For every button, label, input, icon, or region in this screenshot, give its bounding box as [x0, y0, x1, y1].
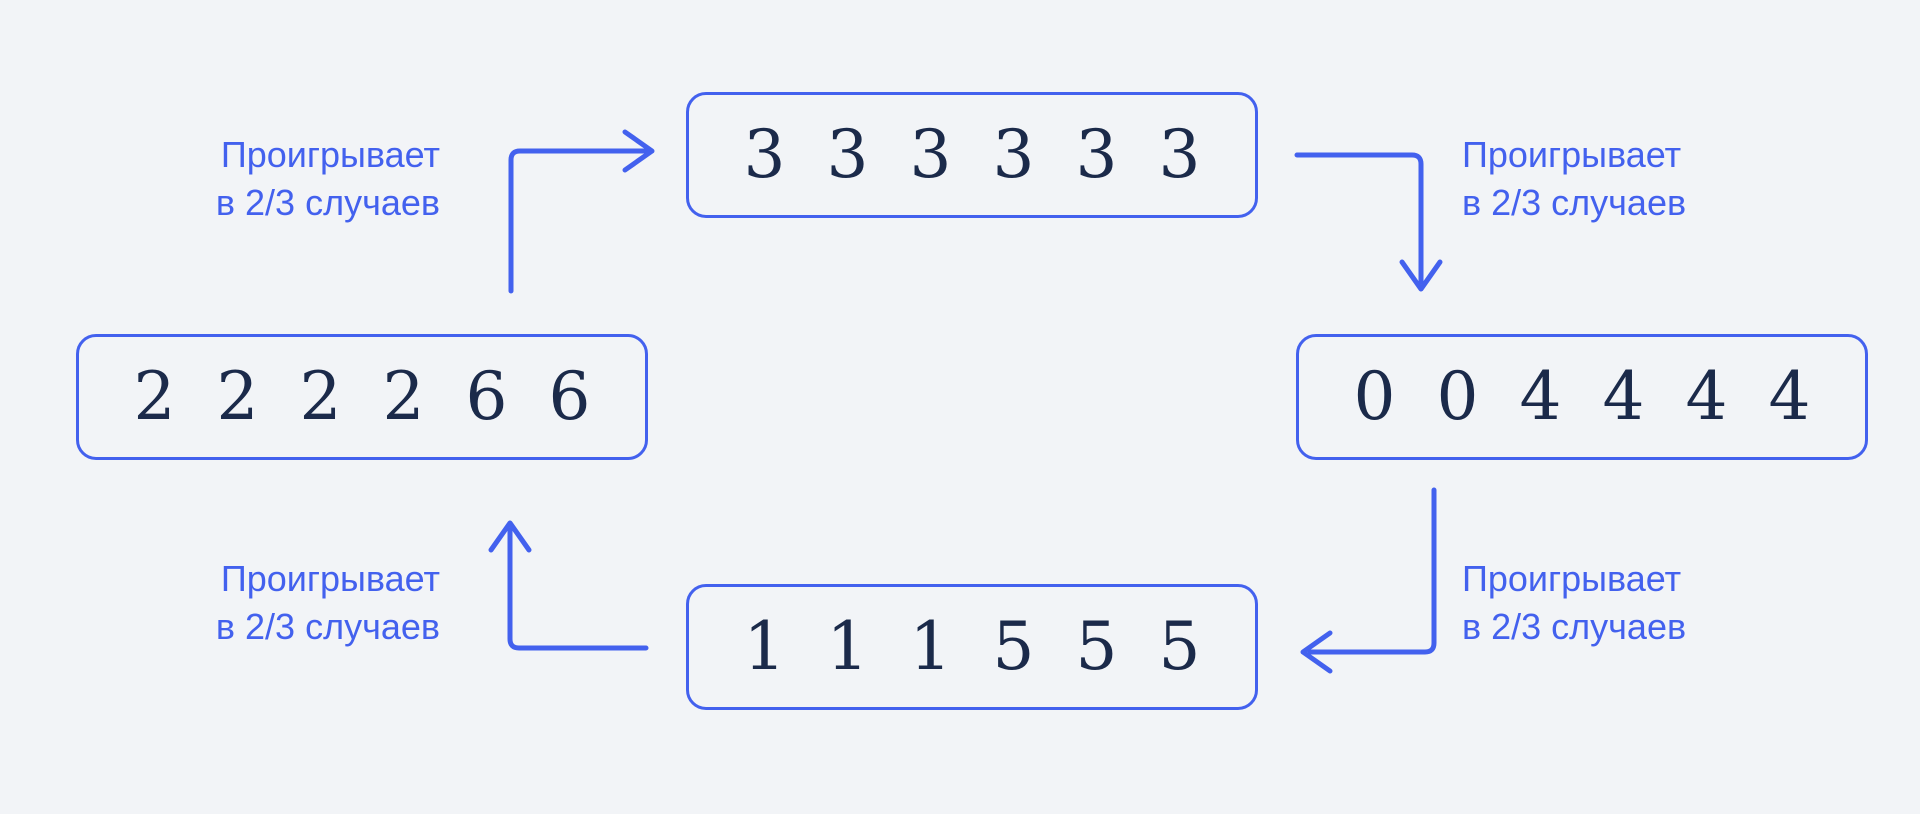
digit-cell: 2 [133, 358, 176, 435]
arrow-right-to-bottom-head [1300, 630, 1333, 674]
edge-label-top-to-right: Проигрывает в 2/3 случаев [1462, 131, 1792, 226]
edge-label-bottom-to-left: Проигрывает в 2/3 случаев [120, 555, 440, 650]
number-box-bottom: 1 1 1 5 5 5 [686, 584, 1258, 710]
arrow-bottom-to-left-head [488, 520, 532, 553]
edge-label-line2: в 2/3 случаев [1462, 605, 1687, 647]
digit-cell: 5 [992, 608, 1035, 685]
digit-cell: 2 [216, 358, 259, 435]
arrow-top-to-right [1294, 152, 1424, 285]
edge-label-line2: в 2/3 случаев [215, 181, 440, 223]
arrow-right-to-bottom [1307, 487, 1437, 655]
edge-label-left-to-top: Проигрывает в 2/3 случаев [120, 131, 440, 226]
digit-cell: 3 [992, 116, 1035, 193]
edge-label-line1: Проигрывает [1462, 558, 1682, 599]
edge-label-line2: в 2/3 случаев [1462, 181, 1687, 223]
digit-cell: 5 [1158, 608, 1201, 685]
digit-cell: 1 [743, 608, 786, 685]
digit-cell: 3 [826, 116, 869, 193]
arrow-bottom-to-left [507, 527, 649, 651]
digit-cell: 3 [1075, 116, 1118, 193]
digit-cell: 3 [909, 116, 952, 193]
digit-cell: 4 [1519, 358, 1562, 435]
edge-label-line1: Проигрывает [1462, 134, 1682, 175]
digit-cell: 4 [1685, 358, 1728, 435]
digit-cell: 4 [1768, 358, 1811, 435]
digit-cell: 1 [909, 608, 952, 685]
digit-cell: 4 [1602, 358, 1645, 435]
number-box-top: 3 3 3 3 3 3 [686, 92, 1258, 218]
edge-label-line2: в 2/3 случаев [215, 605, 440, 647]
arrow-left-to-top [508, 148, 649, 294]
arrow-left-to-top-head [622, 129, 655, 173]
digit-cell: 1 [826, 608, 869, 685]
digit-cell: 6 [548, 358, 591, 435]
arrow-top-to-right-head [1399, 259, 1443, 292]
digit-cell: 0 [1436, 358, 1479, 435]
digit-cell: 3 [743, 116, 786, 193]
digit-cell: 3 [1158, 116, 1201, 193]
digit-cell: 0 [1353, 358, 1396, 435]
edge-label-line1: Проигрывает [220, 134, 440, 175]
digit-cell: 2 [299, 358, 342, 435]
edge-label-line1: Проигрывает [220, 558, 440, 599]
number-box-left: 2 2 2 2 6 6 [76, 334, 648, 460]
digit-cell: 2 [382, 358, 425, 435]
number-box-right: 0 0 4 4 4 4 [1296, 334, 1868, 460]
digit-cell: 5 [1075, 608, 1118, 685]
digit-cell: 6 [465, 358, 508, 435]
edge-label-right-to-bottom: Проигрывает в 2/3 случаев [1462, 555, 1792, 650]
